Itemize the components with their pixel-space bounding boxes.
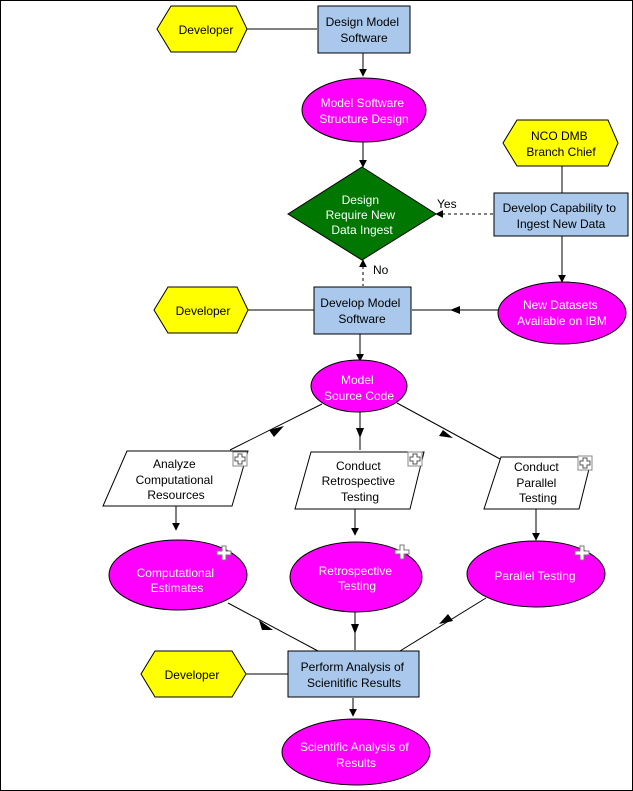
arrow-sourcecode-to-analyze	[269, 426, 284, 437]
model-software-structure-design-label: Model Software Structure Design	[319, 96, 408, 126]
conduct-retrospective-shape[interactable]	[294, 451, 425, 510]
conduct-parallel-shape[interactable]	[483, 456, 593, 510]
design-decision-shape[interactable]	[287, 166, 437, 261]
plus-icon[interactable]	[394, 544, 410, 560]
plus-icon[interactable]	[407, 451, 423, 467]
edge-label-yes: Yes	[437, 197, 457, 211]
nco-dmb-branch-chief-shape[interactable]	[502, 119, 619, 167]
arrow-estimates-to-analysis	[259, 620, 273, 630]
parallel-testing-label: Parallel Testing	[494, 569, 575, 583]
computational-estimates-label: Computational Estimates	[137, 566, 218, 595]
develop-capability-shape[interactable]	[493, 192, 629, 237]
develop-model-software-shape[interactable]	[313, 286, 412, 335]
model-software-structure-design-shape[interactable]	[301, 77, 427, 143]
expand-markers	[216, 451, 593, 561]
node-labels: Developer Design Model Software Model So…	[136, 15, 620, 770]
conduct-parallel-label: Conduct Parallel Testing	[514, 460, 562, 505]
design-model-software-shape[interactable]	[317, 5, 411, 54]
edge-parallelresult-to-analysis	[399, 597, 487, 652]
edge-label-no: No	[373, 263, 389, 277]
scientific-analysis-label: Scientific Analysis of Results	[300, 740, 412, 770]
arrow-sourcecode-to-parallel	[439, 430, 453, 438]
model-source-code-shape[interactable]	[310, 359, 408, 413]
edge-estimates-to-analysis	[227, 602, 319, 652]
computational-estimates-shape[interactable]	[108, 539, 248, 611]
retrospective-testing-shape[interactable]	[289, 541, 423, 613]
parallel-testing-shape[interactable]	[466, 540, 606, 608]
nco-dmb-branch-chief-label: NCO DMB Branch Chief	[526, 129, 596, 159]
model-source-code-label: Model Source Code	[324, 373, 394, 403]
developer-bottom-shape[interactable]	[140, 650, 247, 698]
edge-sourcecode-to-analyze	[229, 403, 323, 451]
developer-bottom-label: Developer	[165, 668, 220, 682]
analyze-computational-label: Analyze Computational Resources	[136, 457, 217, 502]
arrow-parallelresult-to-analysis	[439, 614, 453, 624]
developer-top-label: Developer	[179, 23, 234, 37]
node-shapes	[102, 5, 629, 786]
new-datasets-shape[interactable]	[497, 281, 627, 345]
developer-mid-label: Developer	[176, 304, 231, 318]
plus-icon[interactable]	[577, 455, 593, 471]
arrow-retroresult-to-analysis	[351, 624, 359, 634]
design-model-software-label: Design Model Software	[326, 15, 403, 45]
develop-capability-label: Develop Capability to Ingest New Data	[503, 201, 620, 231]
developer-mid-shape[interactable]	[153, 286, 249, 334]
arrow-sourcecode-to-retro	[356, 428, 364, 438]
plus-icon[interactable]	[216, 545, 232, 561]
edge-sourcecode-to-parallel	[396, 402, 501, 460]
conduct-retrospective-label: Conduct Retrospective Testing	[322, 459, 399, 504]
developer-top-shape[interactable]	[156, 5, 248, 53]
plus-icon[interactable]	[574, 545, 590, 561]
retrospective-testing-label: Retrospective Testing	[319, 564, 396, 593]
arrow-datasets-to-develop	[450, 306, 460, 314]
connectors	[172, 28, 566, 717]
plus-icon[interactable]	[232, 451, 248, 467]
develop-model-software-label: Develop Model Software	[320, 296, 403, 326]
scientific-analysis-shape[interactable]	[281, 718, 431, 786]
new-datasets-label: New Datasets Available on IBM	[517, 298, 607, 328]
design-decision-label: Design Require New Data Ingest	[326, 193, 399, 237]
perform-analysis-label: Perform Analysis of Scienitific Results	[301, 660, 408, 690]
analyze-computational-shape[interactable]	[102, 450, 249, 507]
perform-analysis-shape[interactable]	[287, 650, 420, 698]
